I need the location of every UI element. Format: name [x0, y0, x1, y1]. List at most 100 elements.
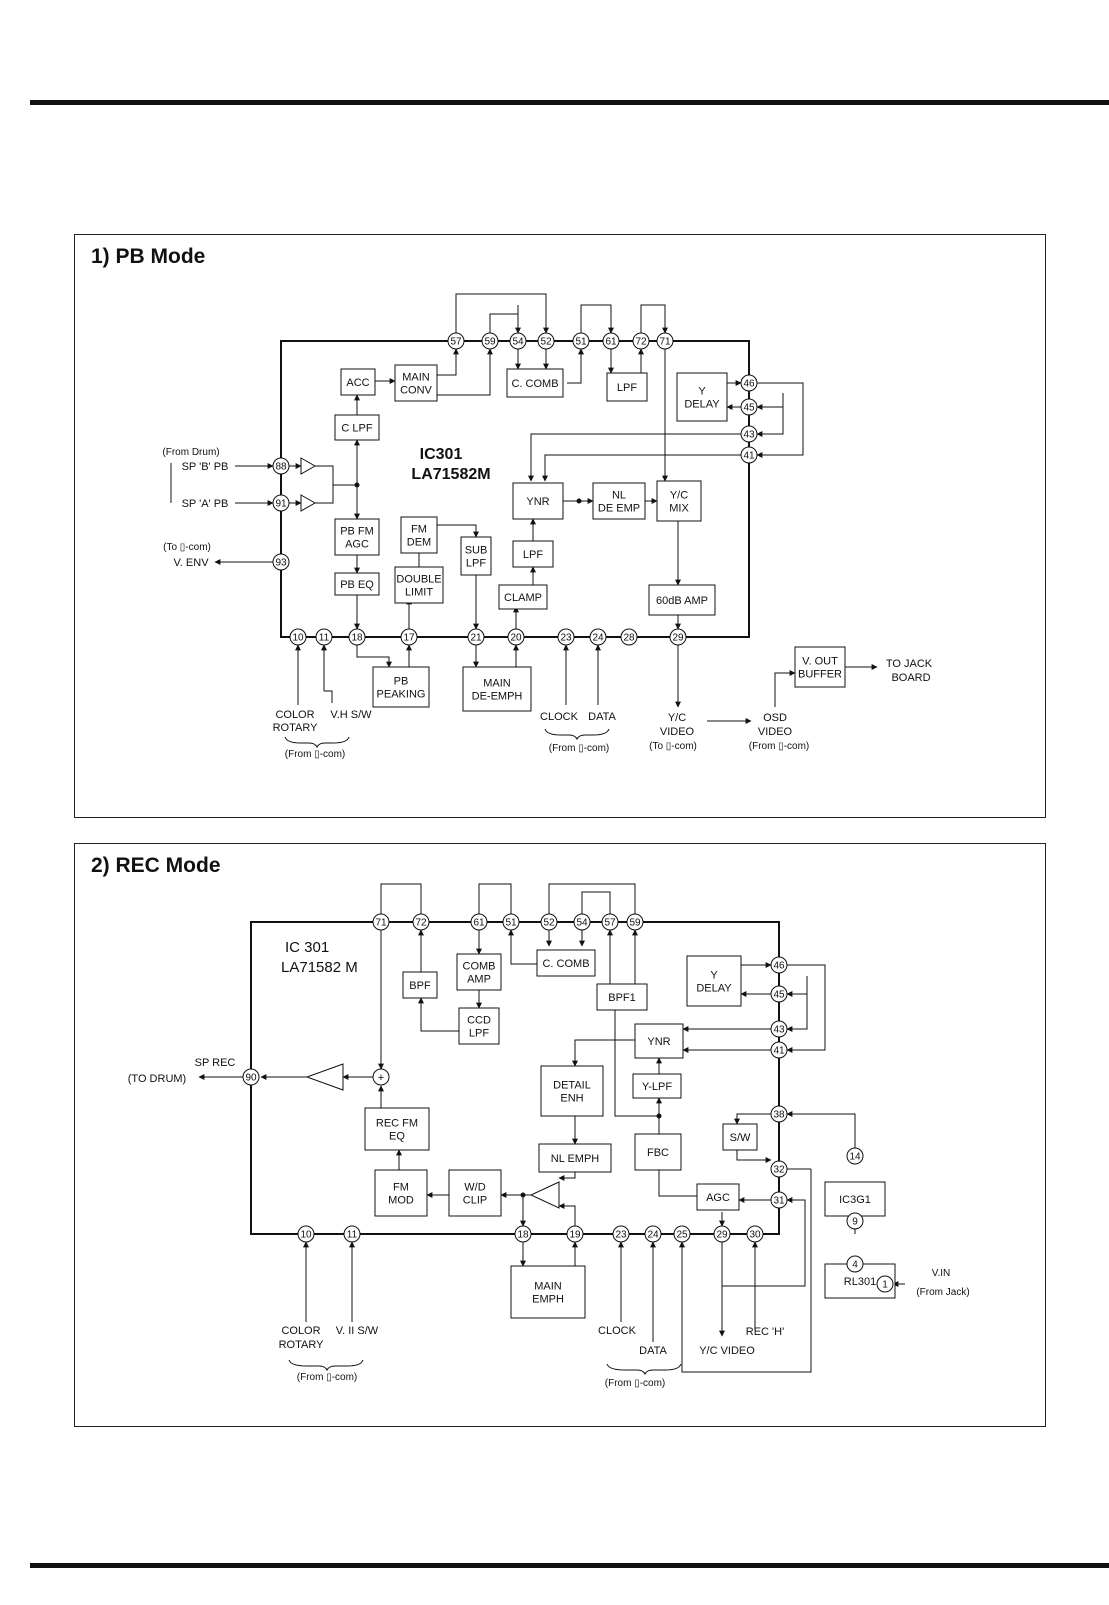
pb-wire-loop-43	[756, 393, 784, 437]
rec-pin-54	[573, 913, 591, 931]
pb-block-y-delay-label: Y	[698, 386, 706, 398]
rec-pin-9	[846, 1212, 864, 1230]
pb-block-lpf-top	[606, 372, 648, 402]
pb-pin-45-label: 45	[743, 403, 755, 414]
pb-pin-51	[572, 332, 590, 350]
pb-junction-2	[576, 498, 582, 504]
rec-brace-mid	[606, 1363, 682, 1376]
pb-block-yc-mix-label: MIX	[669, 503, 689, 515]
pb-wire-57-52	[455, 293, 549, 334]
pb-wire-41-ynr	[542, 454, 741, 482]
rec-block-bpf1	[596, 983, 648, 1011]
pb-block-main-de-emph-label: DE-EMPH	[472, 691, 523, 703]
rec-block-rec-fm-eq	[364, 1107, 430, 1151]
pb-pin-28-label: 28	[623, 633, 635, 644]
rec-pin-41	[770, 1041, 788, 1059]
pb-label-from-com-mid: (From ▯-com)	[549, 743, 610, 754]
pb-block-sub-lpf-label: LPF	[466, 558, 486, 570]
rec-pin-24-label: 24	[647, 1230, 659, 1241]
rec-label-v-in: V.IN	[932, 1268, 951, 1279]
rec-pin-52-label: 52	[543, 918, 555, 929]
pb-pin-54	[509, 332, 527, 350]
pb-pin-24	[589, 628, 607, 646]
pb-label-rotary: ROTARY	[273, 722, 318, 734]
pb-pin-57	[447, 332, 465, 350]
rec-block-sw	[722, 1123, 758, 1151]
rec-wire-ynr-detail	[572, 1039, 635, 1067]
rec-summing-node	[372, 1068, 390, 1086]
rec-wire-ylpf-bpf1	[612, 1001, 659, 1117]
pb-pin-71	[656, 332, 674, 350]
rec-wire-nl-amp	[558, 1172, 576, 1181]
pb-pin-72-label: 72	[635, 337, 647, 348]
rec-block-y-delay-label: Y	[710, 970, 718, 982]
pb-label-to-jack: TO JACK	[886, 658, 933, 670]
pb-pin-59-label: 59	[484, 337, 496, 348]
pb-block-c-comb-label: C. COMB	[511, 378, 558, 390]
pb-pin-21-label: 21	[470, 633, 482, 644]
rec-block-wd-clip-label: CLIP	[463, 1195, 487, 1207]
rec-block-wd-clip-label: W/D	[464, 1182, 485, 1194]
rec-label-sp-rec: SP REC	[195, 1057, 236, 1069]
pb-pin-10-label: 10	[292, 633, 304, 644]
rec-block-fbc	[634, 1133, 682, 1171]
pb-block-yc-mix	[656, 480, 702, 522]
rec-pin-57-label: 57	[604, 918, 616, 929]
rec-pin-32-label: 32	[773, 1165, 785, 1176]
rec-label-clock: CLOCK	[598, 1325, 637, 1337]
pb-label-osd-video: VIDEO	[758, 726, 793, 738]
rec-label-from-com-mid: (From ▯-com)	[605, 1378, 666, 1389]
rec-block-bpf	[402, 971, 438, 999]
pb-pin-23-label: 23	[560, 633, 572, 644]
rec-wire-61-51	[478, 883, 512, 914]
pb-pin-93-label: 93	[275, 558, 287, 569]
pb-block-pb-eq-label: PB EQ	[340, 579, 374, 591]
pb-block-nl-de-emp	[592, 482, 646, 520]
rec-pin-46	[770, 956, 788, 974]
rec-block-y-delay	[686, 955, 742, 1007]
pb-label-clock: CLOCK	[540, 711, 579, 723]
rec-pin-4-label: 4	[852, 1260, 858, 1271]
rec-pin-14-label: 14	[849, 1152, 861, 1163]
rec-pin-46-label: 46	[773, 961, 785, 972]
rec-pin-59	[626, 913, 644, 931]
pb-pin-91	[272, 494, 290, 512]
pb-block-main-de-emph	[462, 666, 532, 712]
rec-ic-part: LA71582 M	[281, 959, 358, 976]
pb-wire-51-61	[580, 304, 614, 334]
rec-block-detail-enh	[540, 1065, 604, 1117]
rec-pin-19-label: 19	[569, 1230, 581, 1241]
pb-pin-46	[740, 374, 758, 392]
pb-preamp-b	[300, 457, 317, 475]
pb-pin-11	[315, 628, 333, 646]
rec-pin-61	[470, 913, 488, 931]
rec-wire-sw-32	[736, 1150, 772, 1163]
pb-block-nl-de-emp-label: DE EMP	[598, 503, 640, 515]
pb-block-main-conv	[394, 364, 438, 402]
pb-pin-59	[481, 332, 499, 350]
rec-block-y-delay-label: DELAY	[696, 983, 732, 995]
rec-block-y-lpf-label: Y-LPF	[642, 1081, 672, 1093]
rec-block-comb-amp-label: AMP	[467, 974, 491, 986]
rec-wire-46-41	[786, 964, 826, 1053]
pb-pin-88-label: 88	[275, 462, 287, 473]
rec-pin-71-label: 71	[375, 918, 387, 929]
pb-brace-left	[284, 736, 350, 749]
rec-block-c-comb	[536, 949, 596, 977]
rec-pin-72-label: 72	[415, 918, 427, 929]
pb-pin-18	[348, 628, 366, 646]
pb-block-fm-dem-label: DEM	[407, 537, 431, 549]
pb-label-color: COLOR	[275, 709, 314, 721]
pb-block-c-lpf-label: C LPF	[341, 423, 372, 435]
pb-wire-tri-sum	[315, 465, 334, 504]
pb-block-60db-amp	[648, 584, 716, 616]
rec-block-comb-amp-label: COMB	[463, 961, 496, 973]
rec-pin-23	[612, 1225, 630, 1243]
pb-block-lpf-top-label: LPF	[617, 382, 637, 394]
pb-block-sub-lpf-label: SUB	[465, 545, 488, 557]
pb-pin-91-label: 91	[275, 499, 287, 510]
rec-block-fm-mod-label: MOD	[388, 1195, 414, 1207]
pb-label-board: BOARD	[891, 672, 930, 684]
rec-pin-51	[502, 913, 520, 931]
